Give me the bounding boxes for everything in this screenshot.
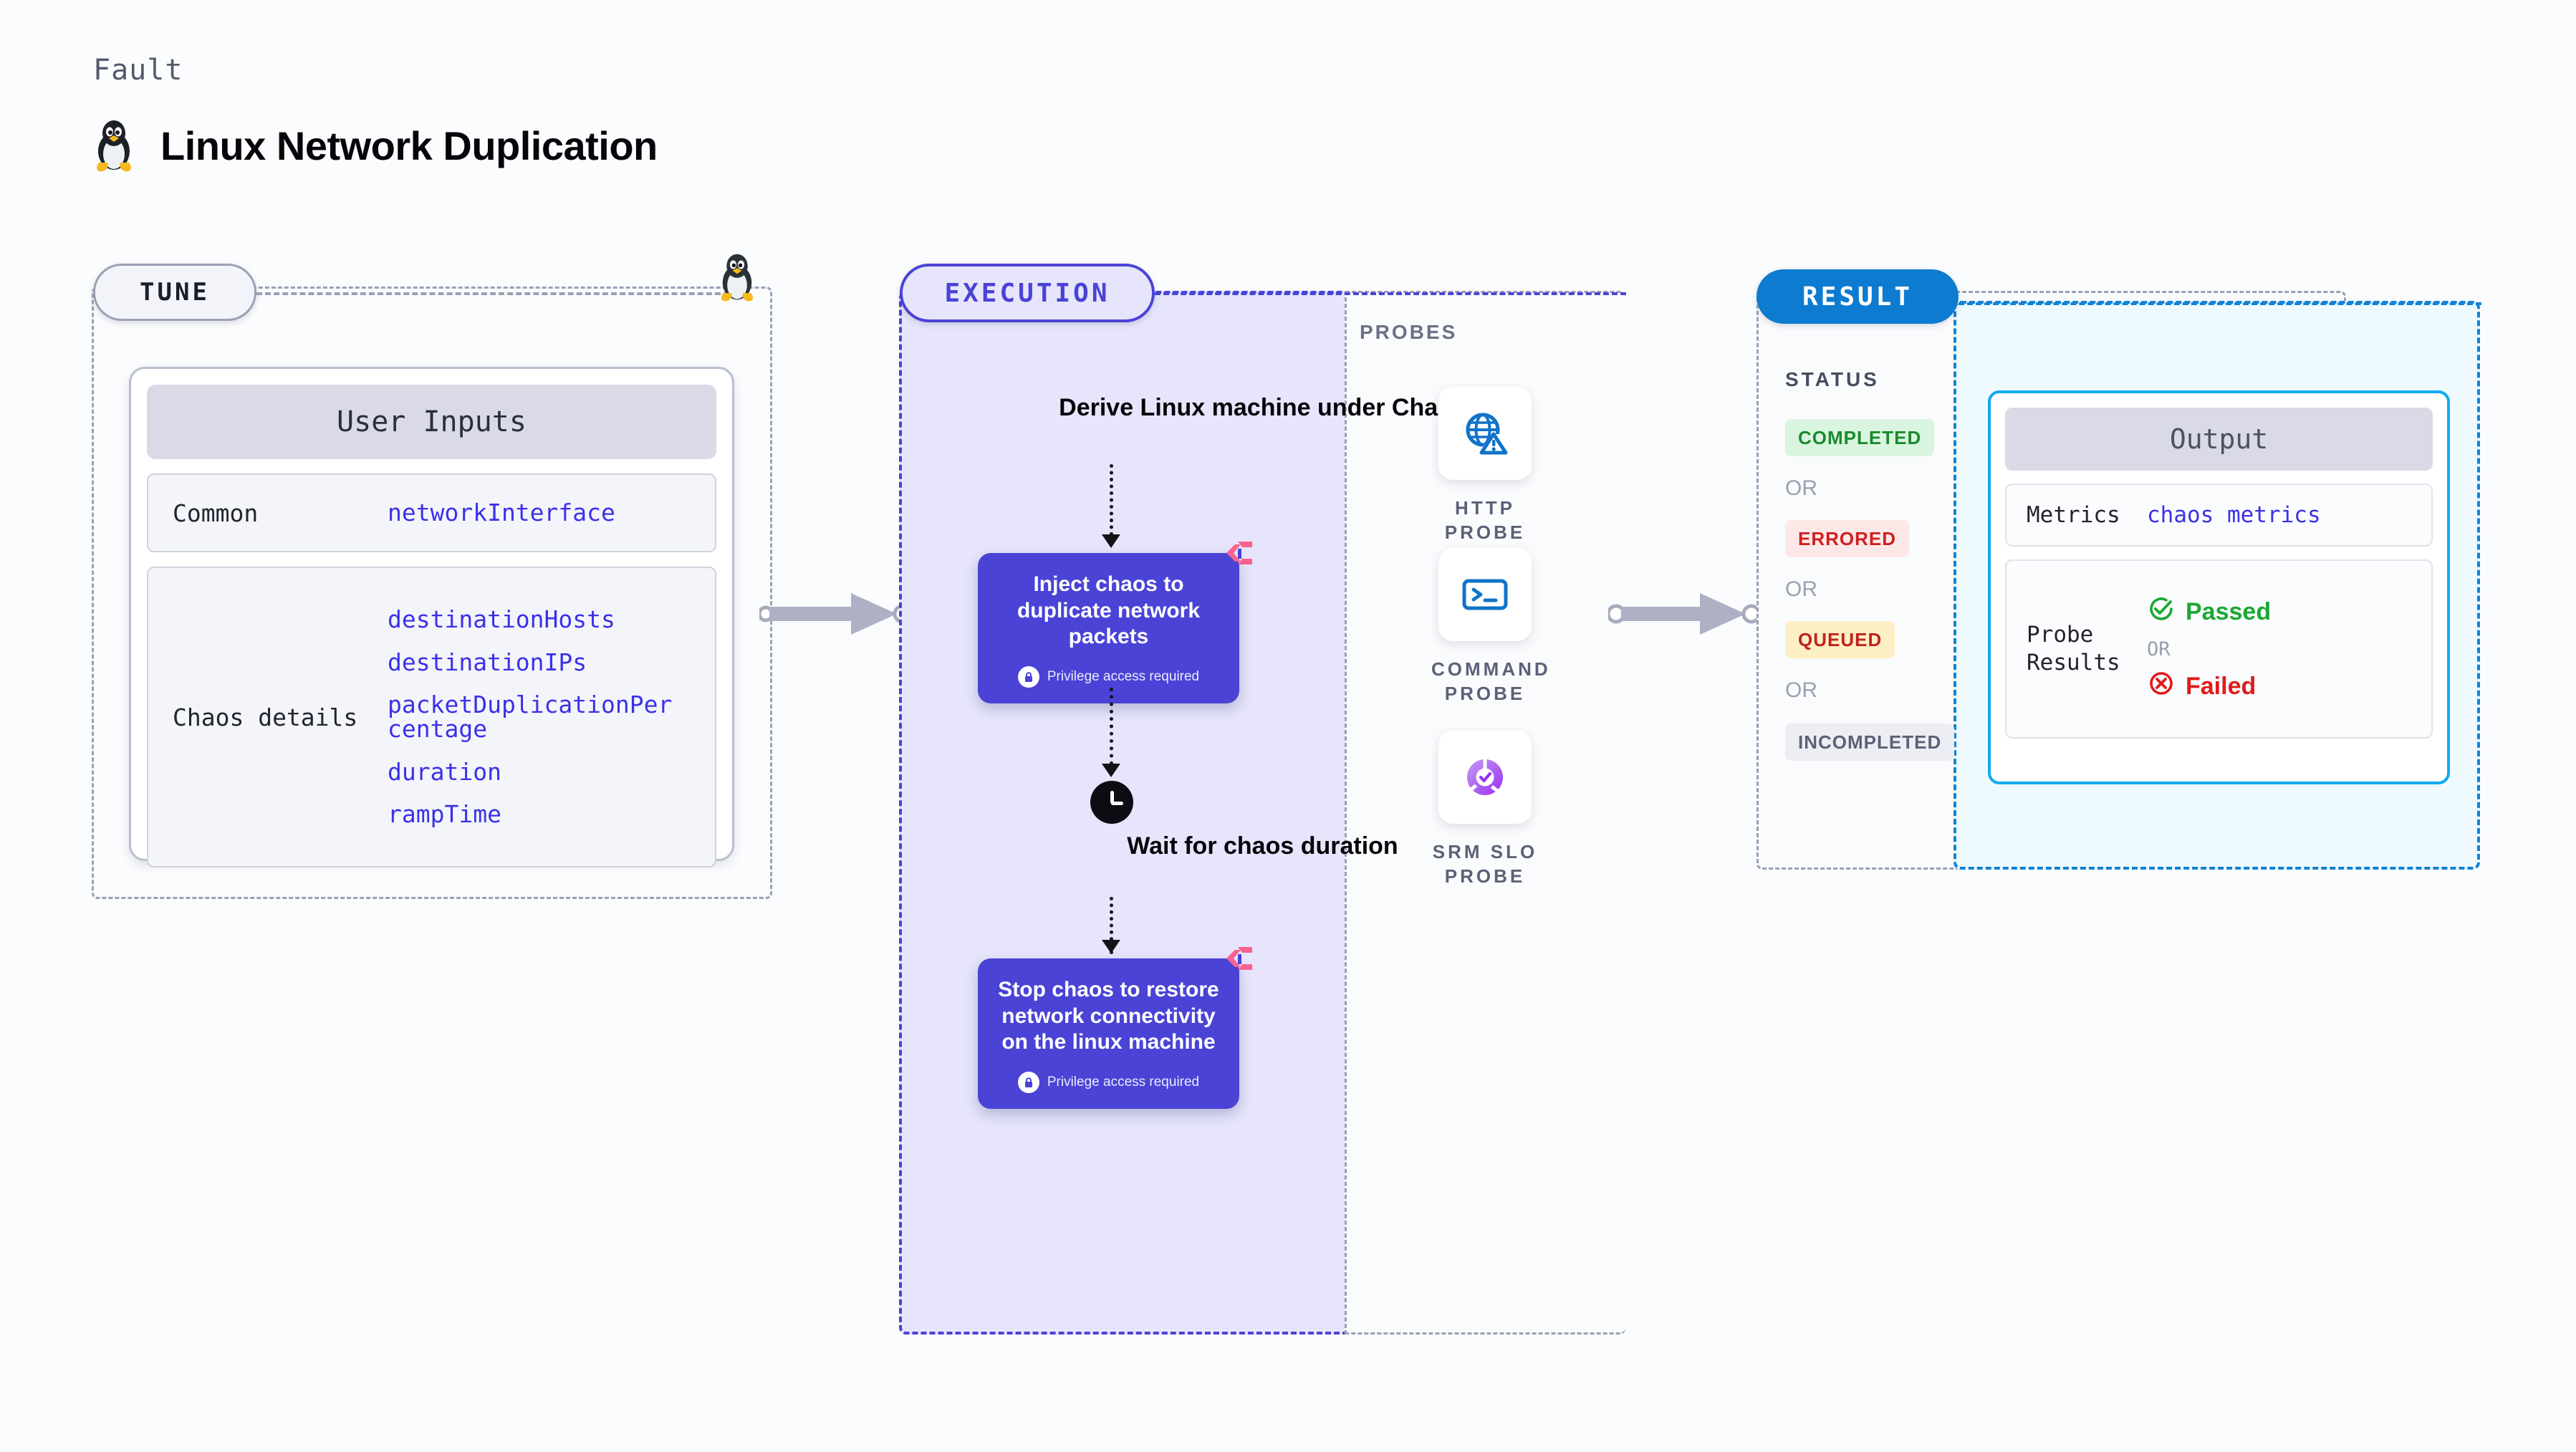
probe-result-passed: Passed [2147, 595, 2271, 630]
check-circle-icon [2147, 595, 2176, 630]
flow-connector-3 [1110, 897, 1113, 954]
status-label: STATUS [1785, 368, 1880, 390]
tune-row-key: Chaos details [173, 703, 358, 731]
execution-dashed-connector [1155, 292, 1626, 295]
clock-icon [1090, 781, 1133, 824]
or-label: OR [1785, 476, 1817, 500]
flow-arrow-tune-to-execution [757, 583, 913, 645]
flow-arrowhead-3 [1102, 940, 1120, 953]
flow-arrowhead-2 [1102, 764, 1120, 777]
param-destinationhosts[interactable]: destinationHosts [388, 605, 615, 634]
param-duration[interactable]: duration [388, 757, 501, 786]
or-label: OR [1785, 678, 1817, 702]
probe-srm-slo[interactable]: SRM SLO PROBE [1431, 731, 1539, 889]
tune-row-common: Common networkInterface [147, 473, 716, 552]
tune-pill[interactable]: TUNE [93, 264, 256, 321]
user-inputs-card: User Inputs Common networkInterface Chao… [129, 367, 734, 867]
node-privilege-note: Privilege access required [994, 665, 1224, 688]
probe-label: COMMAND PROBE [1431, 658, 1551, 705]
node-title: Inject chaos to duplicate network packet… [1017, 572, 1201, 649]
result-dashed-connector [1959, 302, 2481, 305]
probes-section-label: PROBES [1360, 321, 1458, 343]
lock-icon [1017, 1071, 1039, 1093]
terminal-icon [1438, 548, 1532, 641]
param-ramptime[interactable]: rampTime [388, 800, 501, 829]
flow-arrowhead-1 [1102, 534, 1120, 548]
x-circle-icon [2147, 669, 2176, 704]
linux-tux-border-icon [716, 252, 758, 306]
user-inputs-title: User Inputs [147, 385, 716, 459]
or-label: OR [1785, 577, 1817, 601]
flow-connector-1 [1110, 464, 1113, 536]
output-card-title: Output [2005, 408, 2433, 471]
probe-label: HTTP PROBE [1444, 497, 1526, 544]
page-title-row: Linux Network Duplication [92, 118, 658, 173]
or-label: OR [2147, 638, 2171, 660]
execution-wait-step: Wait for chaos duration [1127, 832, 1398, 860]
tune-dashed-connector [256, 292, 729, 295]
output-row-metrics: Metrics chaos metrics [2005, 484, 2433, 547]
harness-chaos-mark-icon [1224, 943, 1255, 978]
fault-kicker: Fault [93, 54, 183, 87]
param-destinationips[interactable]: destinationIPs [388, 648, 587, 676]
node-title: Stop chaos to restore network connectivi… [998, 978, 1219, 1054]
flow-arrow-execution-to-result [1606, 583, 1762, 645]
output-probe-key: Probe Results [2027, 622, 2120, 675]
status-badge-incompleted: INCOMPLETED [1785, 723, 1955, 761]
lock-icon [1017, 665, 1039, 688]
page-title: Linux Network Duplication [160, 122, 658, 168]
slo-donut-check-icon [1438, 731, 1532, 824]
tune-panel [92, 287, 772, 899]
output-metrics-key: Metrics [2027, 501, 2120, 528]
probe-label: SRM SLO PROBE [1432, 841, 1538, 888]
tune-row-key: Common [173, 499, 259, 527]
result-pill[interactable]: RESULT [1756, 269, 1959, 324]
execution-node-stop-chaos[interactable]: Stop chaos to restore network connectivi… [978, 947, 1252, 1109]
probe-command[interactable]: COMMAND PROBE [1431, 548, 1551, 706]
linux-tux-icon [92, 118, 136, 173]
node-privilege-note: Privilege access required [994, 1071, 1224, 1093]
status-badge-queued: QUEUED [1785, 621, 1895, 658]
harness-chaos-mark-icon [1224, 537, 1255, 572]
privilege-text: Privilege access required [1047, 1074, 1200, 1090]
probe-result-failed: Failed [2147, 669, 2271, 704]
probe-pass-label: Passed [2186, 597, 2272, 625]
probe-http[interactable]: HTTP PROBE [1431, 387, 1539, 545]
globe-warning-icon [1438, 387, 1532, 480]
execution-derive-step: Derive Linux machine under Chaos [1059, 394, 1466, 421]
output-card: Output Metrics chaos metrics Probe Resul… [1988, 390, 2450, 784]
param-networkinterface[interactable]: networkInterface [388, 499, 615, 527]
probe-fail-label: Failed [2186, 672, 2257, 700]
flow-connector-2 [1110, 688, 1113, 765]
output-metrics-value[interactable]: chaos metrics [2147, 502, 2321, 528]
status-badge-completed: COMPLETED [1785, 419, 1935, 456]
execution-pill[interactable]: EXECUTION [900, 264, 1155, 322]
output-row-probe-results: Probe Results Passed OR [2005, 559, 2433, 739]
privilege-text: Privilege access required [1047, 668, 1200, 684]
param-packetduplicationpercentage[interactable]: packetDuplicationPercentage [388, 691, 673, 743]
status-badge-errored: ERRORED [1785, 520, 1910, 557]
tune-row-chaos-details: Chaos details destinationHosts destinati… [147, 567, 716, 867]
execution-node-inject-chaos[interactable]: Inject chaos to duplicate network packet… [978, 542, 1252, 703]
